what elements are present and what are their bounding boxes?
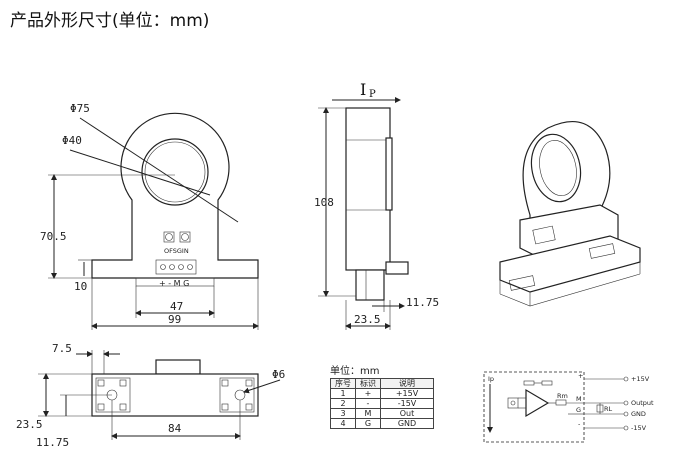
- connector: [155, 259, 197, 275]
- pin-m-label: M: [576, 395, 582, 403]
- pot-label: OFSGIN: [164, 247, 189, 255]
- bottom-left-dim: 23.5: [16, 418, 43, 431]
- circuit-ip-label: Ip: [488, 375, 494, 383]
- circuit-diagram: Ip Rm RL + M G - +15V Output GND -1: [483, 371, 654, 443]
- width-outer-label: 99: [168, 313, 181, 326]
- side-height-label: 108: [314, 196, 334, 209]
- base-height-label: 10: [74, 280, 87, 293]
- neg-rail-label: -15V: [631, 424, 647, 432]
- height-label: 70.5: [40, 230, 67, 243]
- table-row: 2 - -15V: [330, 398, 434, 409]
- isometric-view: [499, 120, 641, 307]
- current-symbol: I: [360, 80, 366, 99]
- table-row: 3 M Out: [330, 408, 434, 419]
- pin-g-label: G: [576, 406, 581, 414]
- bottom-top-dim: 7.5: [52, 342, 72, 355]
- width-inner-label: 47: [170, 300, 183, 313]
- bottom-view: 7.5 23.5 11.75 84 Φ6: [16, 342, 285, 449]
- side-view: I P 108 11.75 23.5: [314, 80, 439, 330]
- front-view: OFSGIN + - M G Φ75 Φ40 70.5 10 47 99: [40, 102, 259, 330]
- pin-table: 序号 标识 说明 1 + +15V 2 - -15V 3 M Out 4 G G…: [330, 378, 434, 429]
- hole-dia-label: Φ6: [272, 368, 285, 381]
- gain-pot-icon: [181, 233, 189, 241]
- table-row: 1 + +15V: [330, 388, 434, 399]
- bottom-bottom-dim: 11.75: [36, 436, 69, 449]
- current-subscript: P: [369, 89, 376, 100]
- pin-neg-label: -: [578, 420, 581, 428]
- hole-spacing-label: 84: [168, 422, 182, 435]
- side-small-width-label: 11.75: [406, 296, 439, 309]
- op-amp-icon: [525, 388, 550, 418]
- dia-outer-label: Φ75: [70, 102, 90, 115]
- rl-label: RL: [604, 405, 613, 413]
- offset-pot-icon: [165, 233, 173, 241]
- page-title: 产品外形尺寸(单位：mm): [10, 11, 210, 31]
- dia-inner-label: Φ40: [62, 134, 82, 147]
- iso-connector: [532, 225, 556, 245]
- col-header-index: 序号: [330, 378, 356, 389]
- col-header-mark: 标识: [355, 378, 381, 389]
- side-base-width-label: 23.5: [354, 313, 381, 326]
- output-label: Output: [631, 399, 654, 407]
- table-row: 4 G GND: [330, 418, 434, 429]
- gnd-label: GND: [631, 410, 646, 418]
- rm-label: Rm: [557, 392, 568, 400]
- pin-label: + - M G: [159, 279, 189, 288]
- aperture: [141, 138, 209, 206]
- table-unit-label: 单位：mm: [330, 366, 380, 377]
- pin-pos-label: +: [578, 372, 583, 380]
- col-header-desc: 说明: [380, 378, 434, 389]
- pos-rail-label: +15V: [631, 375, 650, 383]
